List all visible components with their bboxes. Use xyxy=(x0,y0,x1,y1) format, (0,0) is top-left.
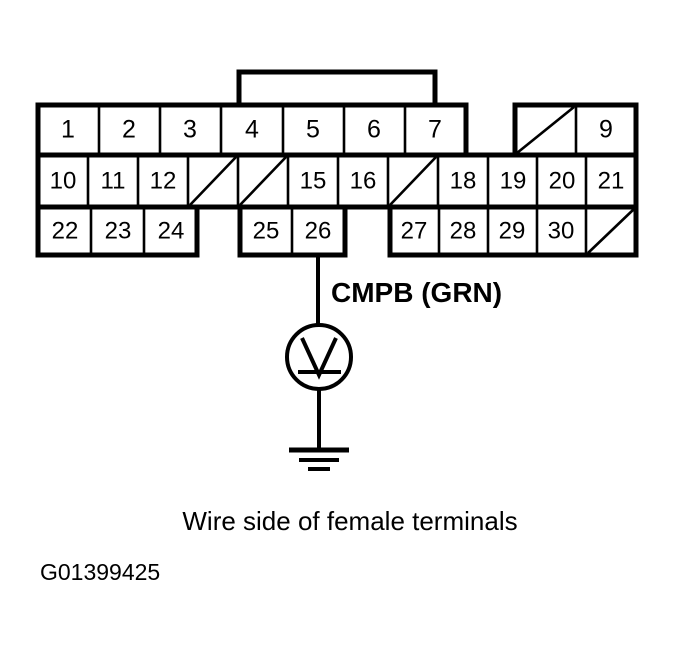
pin-label-25: 25 xyxy=(253,217,280,244)
pin-label-4: 4 xyxy=(245,116,259,144)
row3-segment-c-dividers xyxy=(437,207,588,255)
pin-label-26: 26 xyxy=(305,217,332,244)
pin-label-28: 28 xyxy=(450,217,477,244)
blank-cell-diagonal-8 xyxy=(516,105,575,155)
figure-caption: Wire side of female terminals xyxy=(182,506,517,536)
row2-blank-diagonals xyxy=(189,156,437,206)
pin-label-18: 18 xyxy=(450,167,477,194)
blank-cell-diagonal-14 xyxy=(239,156,287,206)
connector-locking-tab xyxy=(236,69,438,108)
pin-label-11: 11 xyxy=(101,167,126,194)
pin-label-16: 16 xyxy=(350,167,377,194)
blank-cell-diagonal-13 xyxy=(189,156,237,206)
pin-label-7: 7 xyxy=(428,116,442,144)
figure-code: G01399425 xyxy=(40,559,160,585)
pin-label-2: 2 xyxy=(122,116,136,144)
pin-label-10: 10 xyxy=(50,167,77,194)
pin-label-5: 5 xyxy=(306,116,320,144)
row3-segment-a-dividers xyxy=(89,207,146,255)
pin-label-30: 30 xyxy=(548,217,575,244)
pin-label-22: 22 xyxy=(52,217,79,244)
blank-cell-diagonal-31 xyxy=(587,208,635,254)
pin-label-9: 9 xyxy=(599,116,613,144)
pin-label-1: 1 xyxy=(61,116,75,144)
pin-label-12: 12 xyxy=(150,167,177,194)
pin-label-3: 3 xyxy=(183,116,197,144)
pin-label-27: 27 xyxy=(401,217,428,244)
pin-label-23: 23 xyxy=(105,217,132,244)
pin-label-15: 15 xyxy=(300,167,327,194)
blank-cell-diagonal-17 xyxy=(389,156,437,206)
voltmeter-v-glyph-icon xyxy=(300,337,338,380)
pin-label-29: 29 xyxy=(499,217,526,244)
row3-segment-c-outline xyxy=(387,204,639,258)
pin-label-21: 21 xyxy=(598,167,625,194)
row1-left-dividers xyxy=(97,105,407,155)
row3-segment-a-outline xyxy=(35,204,200,258)
pin-label-24: 24 xyxy=(158,217,185,244)
pin-label-19: 19 xyxy=(500,167,527,194)
chassis-ground-icon xyxy=(289,447,349,471)
pin-label-6: 6 xyxy=(367,116,381,144)
pin-label-20: 20 xyxy=(549,167,576,194)
probe-signal-label: CMPB (GRN) xyxy=(331,277,502,308)
row2-dividers xyxy=(86,155,588,207)
